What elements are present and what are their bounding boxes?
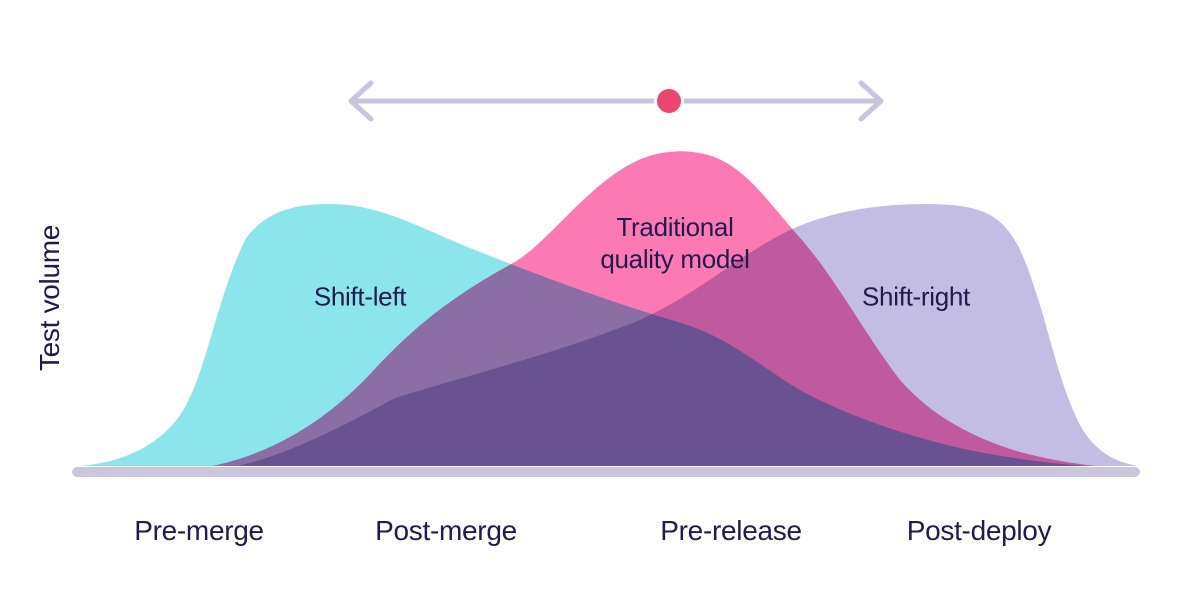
shift-right-curve [238,204,1138,466]
traditional-label-line2: quality model [600,244,750,274]
traditional-quality-model-label: Traditional quality model [600,211,750,275]
x-axis-label-pre-merge: Pre-merge [134,515,264,546]
x-axis-label-post-merge: Post-merge [375,515,517,546]
curves-group [78,151,1138,466]
arrow-left-head-icon [348,80,374,122]
arrow-right-head-icon [858,80,884,122]
x-axis-label-pre-release: Pre-release [660,515,802,546]
x-axis-label-post-deploy: Post-deploy [906,515,1052,546]
shift-right-label: Shift-right [862,281,970,312]
traditional-label-line1: Traditional [616,212,734,242]
timeline-arrow [348,80,884,122]
y-axis-label: Test volume [34,224,65,372]
shift-left-label: Shift-left [313,281,407,312]
timeline-dot [654,86,684,116]
baseline-bar [72,467,1140,477]
